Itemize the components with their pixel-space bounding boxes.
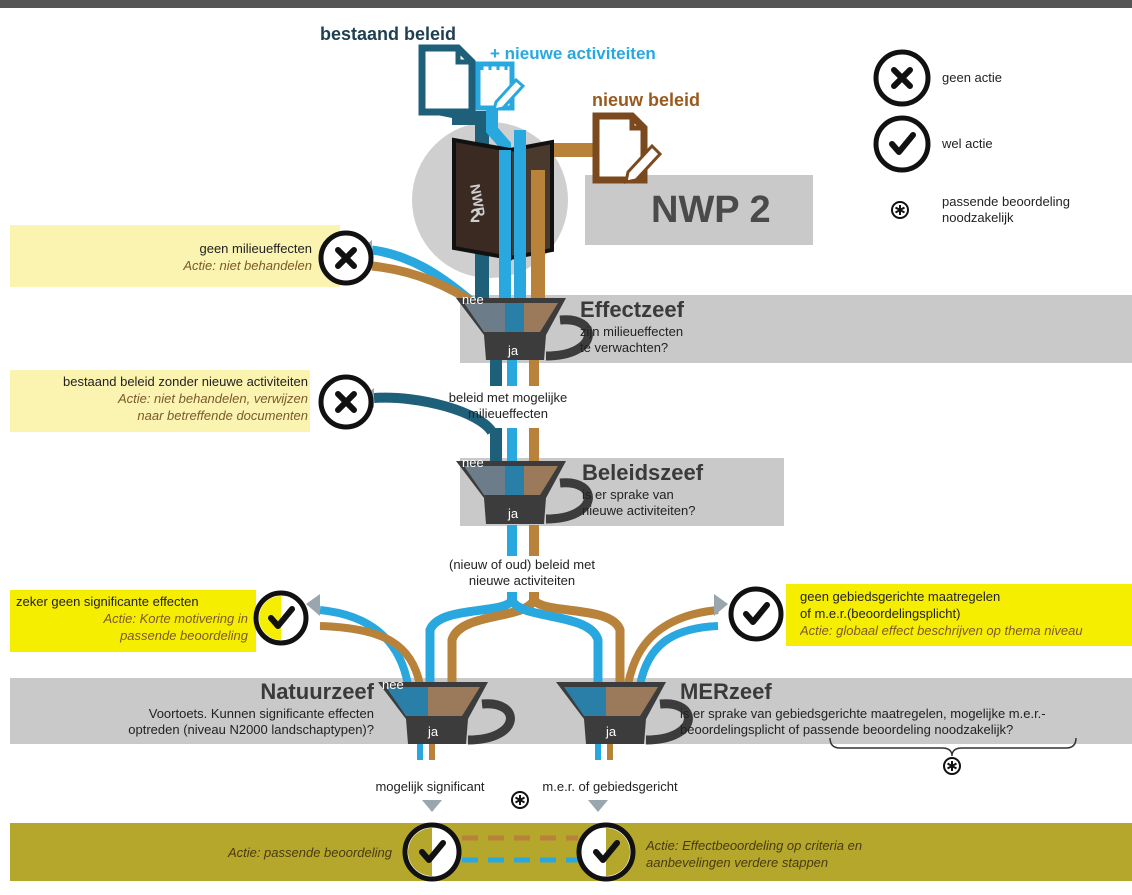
effect-sieve-question-1: zijn milieueffecten [580,324,684,339]
effect-reject-band [10,225,340,287]
mer-sieve-funnel-icon [556,682,693,745]
nature-sieve-question-1: Voortoets. Kunnen significante effecten [148,706,374,721]
effect-reject-title: geen milieueffecten [199,241,312,256]
policy-reject-title: bestaand beleid zonder nieuwe activiteit… [62,374,308,389]
mer-sieve-title: MERzeef [680,679,772,704]
policy-sieve-yes: ja [508,506,519,521]
nature-outcome: mogelijk significant [375,779,485,794]
svg-text:NWP: NWP [467,183,488,218]
nwp-label-box [585,175,813,245]
mer-side-check-icon [728,586,784,642]
new-activities-label: + nieuwe activiteiten [490,44,656,63]
nature-side-action-1: Actie: Korte motivering in [103,611,248,626]
mer-brace [829,737,1077,757]
policy-reject-action-2: naar betreffende documenten [137,408,308,423]
mer-sieve-question-1: is er sprake van gebiedsgerichte maatreg… [680,706,1046,721]
effect-sieve-question-2: te verwachten? [580,340,669,355]
legend-x-icon [873,49,931,107]
effect-sieve-yes: ja [508,343,519,358]
legend-check-icon [873,115,931,173]
mer-asterisk-icon [943,757,961,775]
effect-sieve-title: Effectzeef [580,297,684,322]
new-policy-doc-icon [592,112,663,184]
nature-side-check-icon [253,590,309,646]
nature-sieve-question-2: optreden (niveau N2000 landschaptypen)? [128,722,374,737]
existing-policy-doc-icon [418,44,482,118]
mer-side-title-1: geen gebiedsgerichte maatregelen [800,589,1001,604]
nature-sieve-no: nee [382,677,404,692]
policy-reject-band [10,370,310,432]
mer-sieve-question-2: beoordelingsplicht of passende beoordeli… [680,722,1014,737]
policy-sieve-no: nee [462,455,484,470]
nature-final-check-icon [402,822,462,882]
svg-text:2: 2 [470,206,480,226]
mer-outcome: m.e.r. of gebiedsgericht [542,779,678,794]
new-activities-notepad-icon [475,61,526,112]
nature-sieve-yes: ja [428,724,439,739]
policy-sieve-question-2: nieuwe activiteiten? [582,503,696,518]
policy-sieve-question-1: is er sprake van [582,487,674,502]
mer-sieve-yes: ja [606,724,617,739]
nature-sieve-funnel-icon [378,682,515,745]
legend-action: wel actie [942,136,993,151]
nature-side-action-2: passende beoordeling [120,628,248,643]
effect-sieve-funnel-icon [456,298,593,361]
legend-asterisk-icon [891,201,909,219]
policy-reject-action-1: Actie: niet behandelen, verwijzen [117,391,308,406]
existing-policy-label: bestaand beleid [320,24,457,44]
mer-final-check-icon [576,822,636,882]
plan-name: NWP 2 [651,189,771,231]
effect-pass-1: beleid met mogelijke [448,390,568,405]
policy-pass-1: (nieuw of oud) beleid met [449,557,595,572]
policy-sieve-title: Beleidszeef [582,460,704,485]
mer-final-action-2: aanbevelingen verdere stappen [646,855,829,870]
policy-pass-2: nieuwe activiteiten [468,573,576,588]
mer-side-band [786,584,1132,646]
legend-no-action: geen actie [942,70,1002,85]
effect-pass-2: milieueffecten [468,406,548,421]
legend-assessment-2: noodzakelijk [942,210,1014,225]
effect-reject-x-icon [318,230,374,286]
policy-sieve-funnel-icon [456,461,593,524]
top-frame [0,0,1132,8]
legend-assessment-1: passende beoordeling [942,194,1070,209]
mer-final-action-1: Actie: Effectbeoordeling op criteria en [646,838,863,853]
mer-side-action: Actie: globaal effect beschrijven op the… [800,623,1083,638]
final-action-band [10,823,1132,881]
nature-side-title: zeker geen significante effecten [16,594,199,609]
effect-sieve-no: nee [462,292,484,307]
nature-final-action: Actie: passende beoordeling [227,845,392,860]
new-policy-label: nieuw beleid [592,90,701,110]
effect-reject-action: Actie: niet behandelen [183,258,312,273]
nature-side-band [10,590,256,652]
mer-side-title-2: of m.e.r.(beoordelingsplicht) [800,606,961,621]
nature-sieve-title: Natuurzeef [260,679,374,704]
policy-reject-x-icon [318,374,374,430]
dashed-link-asterisk-icon [511,791,529,809]
